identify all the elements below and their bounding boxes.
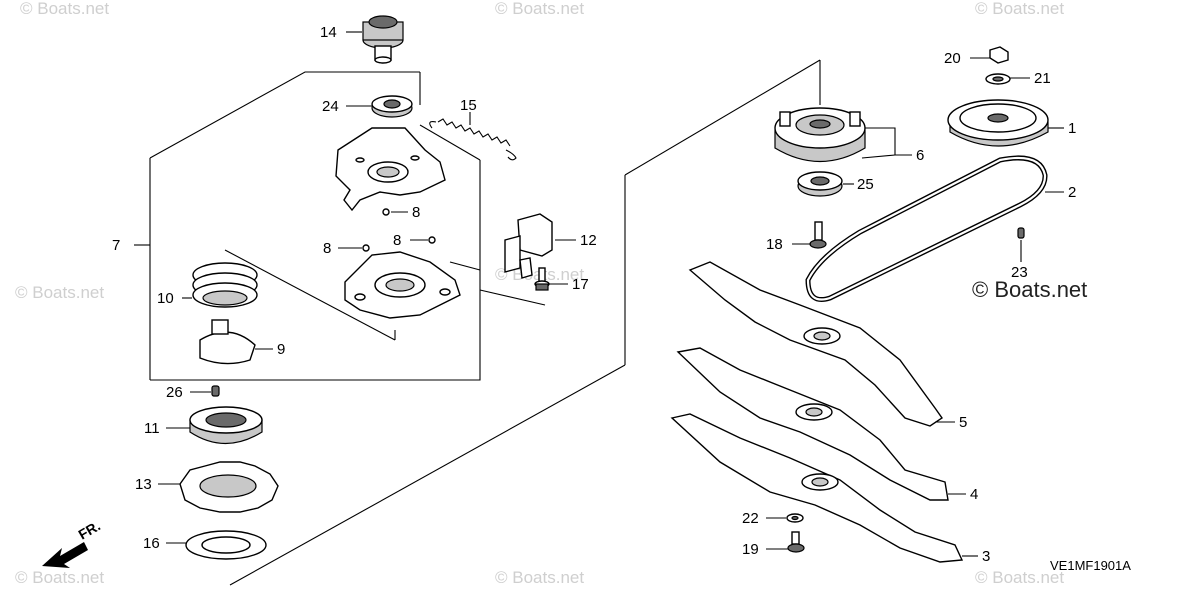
part-16-washer: [185, 530, 267, 560]
callout-9: 9: [277, 341, 285, 358]
part-9-clip: [199, 319, 256, 365]
upper-brake-plate: [335, 127, 446, 212]
front-marker-label: FR.: [76, 517, 104, 542]
part-14-bushing: [362, 15, 404, 64]
callout-14: 14: [320, 24, 337, 41]
callout-19: 19: [742, 541, 759, 558]
watermark-bottom-center: © Boats.net: [495, 568, 584, 587]
part-24-bearing: [371, 95, 413, 118]
part-13-ring: [179, 461, 279, 513]
part-10-coil: [192, 262, 258, 308]
callout-25: 25: [857, 176, 874, 193]
part-4-blade: [676, 347, 949, 501]
part-18-bolt: [809, 221, 827, 249]
leader-lines: [134, 31, 1064, 557]
part-17-bolt: [534, 267, 550, 291]
watermarks: © Boats.net © Boats.net © Boats.net © Bo…: [15, 0, 1087, 587]
part-25-bearing: [797, 171, 843, 197]
callout-20: 20: [944, 50, 961, 67]
watermark-top-right: © Boats.net: [975, 0, 1064, 18]
callout-8-right: 8: [393, 232, 401, 249]
callout-2: 2: [1068, 184, 1076, 201]
watermark-main: © Boats.net: [972, 277, 1087, 302]
callout-15: 15: [460, 97, 477, 114]
assembly-link-outline: [229, 59, 821, 586]
diagram-code: VE1MF1901A: [1050, 558, 1131, 573]
part-19-bolt: [787, 531, 805, 553]
callout-3: 3: [982, 548, 990, 565]
part-2-belt: [805, 155, 1048, 302]
callout-23: 23: [1011, 264, 1028, 281]
part-6-hub: [774, 107, 866, 163]
callout-labels: 14 24 15 8 8 8 12 17 7 10 9 26 11 13 16 …: [112, 24, 1076, 565]
part-11-cup: [189, 406, 263, 444]
watermark-bottom-left: © Boats.net: [15, 568, 104, 587]
callout-8-left: 8: [323, 240, 331, 257]
lower-brake-plate: [344, 251, 461, 319]
callout-24: 24: [322, 98, 339, 115]
watermark-mid-left: © Boats.net: [15, 283, 104, 302]
part-8-pins: [362, 208, 436, 252]
callout-11: 11: [144, 420, 160, 437]
part-22-nut: [786, 513, 804, 523]
part-21-washer: [985, 73, 1011, 85]
callout-7: 7: [112, 237, 120, 254]
callout-21: 21: [1034, 70, 1051, 87]
callout-16: 16: [143, 535, 160, 552]
callout-13: 13: [135, 476, 152, 493]
callout-5: 5: [959, 414, 967, 431]
callout-18: 18: [766, 236, 783, 253]
callout-1: 1: [1068, 120, 1076, 137]
callout-26: 26: [166, 384, 183, 401]
callout-4: 4: [970, 486, 978, 503]
part-20-nut: [989, 46, 1009, 64]
callout-6: 6: [916, 147, 924, 164]
assembly-7-outline: [149, 71, 481, 381]
part-1-pulley: [947, 99, 1049, 147]
front-direction-arrow-icon: FR.: [42, 517, 103, 568]
callout-22: 22: [742, 510, 759, 527]
part-15-spring: [429, 118, 517, 161]
watermark-top-center: © Boats.net: [495, 0, 584, 18]
callout-17: 17: [572, 276, 589, 293]
callout-10: 10: [157, 290, 174, 307]
watermark-bottom-right: © Boats.net: [975, 568, 1064, 587]
watermark-top-left: © Boats.net: [20, 0, 109, 18]
part-26-key: [211, 385, 220, 397]
part-3-blade: [670, 413, 964, 563]
part-23-key: [1017, 227, 1025, 239]
callout-12: 12: [580, 232, 597, 249]
part-12-bracket: [504, 213, 553, 279]
callout-8-upper: 8: [412, 204, 420, 221]
